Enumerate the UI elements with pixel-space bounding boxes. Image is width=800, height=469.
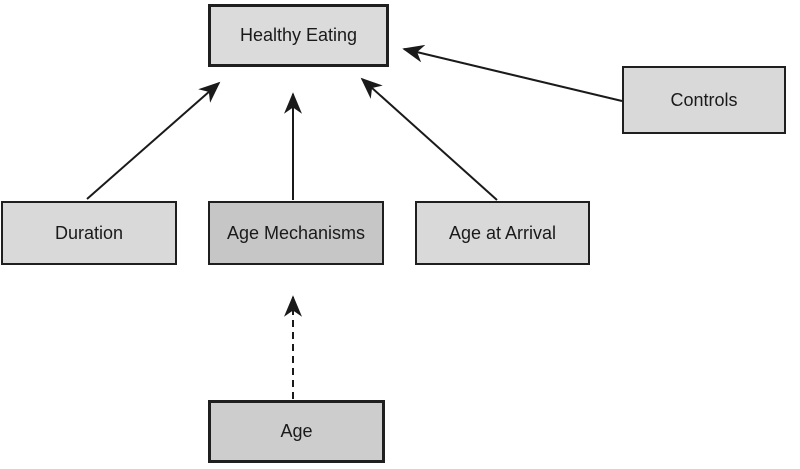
node-age-at-arrival: Age at Arrival — [415, 201, 590, 265]
node-controls-label: Controls — [670, 89, 738, 110]
node-age-mechanisms: Age Mechanisms — [208, 201, 384, 265]
arrow-age-at-arrival-to-healthy-eating — [360, 77, 498, 201]
arrow-controls-to-healthy-eating — [402, 44, 623, 102]
node-healthy-eating-label: Healthy Eating — [239, 25, 358, 45]
node-age-label: Age — [280, 421, 313, 441]
arrow-duration-to-healthy-eating — [86, 81, 221, 200]
node-age-mechanisms-label: Age Mechanisms — [226, 222, 366, 243]
node-controls: Controls — [622, 66, 786, 134]
node-age-at-arrival-label: Age at Arrival — [448, 222, 557, 243]
node-duration-label: Duration — [54, 222, 124, 243]
node-healthy-eating: Healthy Eating — [208, 4, 389, 67]
node-duration: Duration — [1, 201, 177, 265]
node-age: Age — [208, 400, 385, 463]
